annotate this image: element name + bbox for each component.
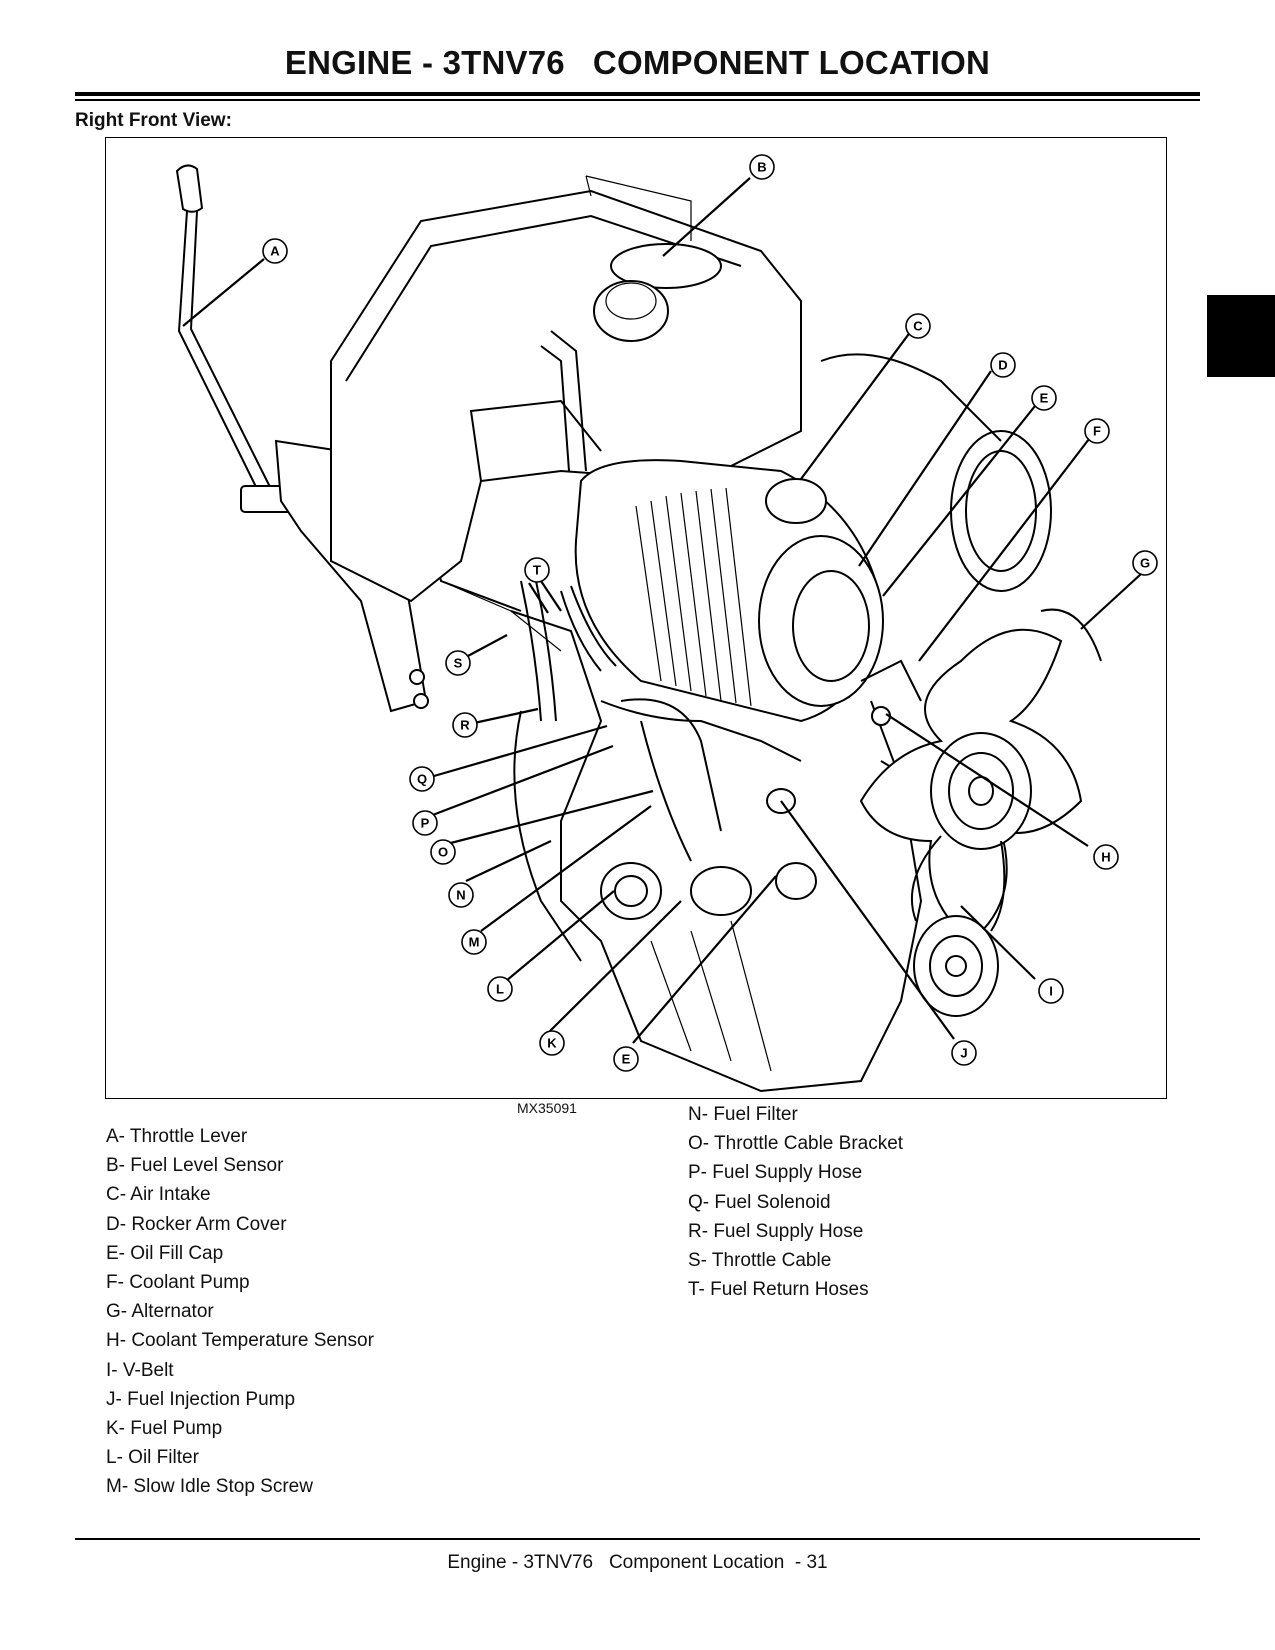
legend-item: C- Air Intake [106,1184,211,1206]
callout-h: H [1093,844,1119,870]
svg-text:A: A [270,244,280,259]
svg-text:C: C [913,319,923,334]
leader-lines [182,177,1142,1044]
air-cleaner-drawing [574,353,1052,723]
legend-item: R- Fuel Supply Hose [688,1220,864,1242]
callout-i: I [1038,978,1064,1004]
svg-text:F: F [1093,424,1101,439]
svg-text:E: E [622,1052,631,1067]
legend-item: H- Coolant Temperature Sensor [106,1330,374,1352]
callout-f: F [1084,418,1110,444]
legend-item: I- V-Belt [106,1359,174,1381]
legend-item: P- Fuel Supply Hose [688,1162,863,1184]
callout-b: B [749,154,775,180]
svg-text:N: N [456,888,465,903]
legend-item: L- Oil Filter [106,1447,199,1469]
callout-m: M [461,929,487,955]
svg-text:D: D [998,358,1007,373]
legend-item: B- Fuel Level Sensor [106,1155,284,1177]
callout-q: Q [409,766,435,792]
throttle-lever-drawing [175,164,522,713]
section-tab-marker [1207,295,1275,377]
svg-text:S: S [454,656,463,671]
svg-text:T: T [533,563,541,578]
svg-text:J: J [960,1046,967,1061]
footer-rule [75,1538,1200,1540]
callout-d: D [990,352,1016,378]
legend-item: O- Throttle Cable Bracket [688,1133,904,1155]
svg-text:M: M [469,935,480,950]
legend-item: D- Rocker Arm Cover [106,1213,287,1235]
title-rule-thin [75,99,1200,101]
svg-text:I: I [1049,984,1053,999]
hose-drawing [440,580,617,722]
view-subheading: Right Front View: [75,110,232,131]
legend-left-column: A- Throttle Lever B- Fuel Level Sensor C… [106,1122,374,1501]
callout-t: T [524,557,550,583]
fan-pulley-drawing [859,608,1102,1017]
callout-s: S [445,650,471,676]
svg-text:H: H [1101,850,1110,865]
callout-k: K [539,1030,565,1056]
svg-text:L: L [496,982,504,997]
svg-text:B: B [757,160,766,175]
engine-block-drawing [510,610,942,1093]
svg-text:R: R [460,718,470,733]
callout-j: J [951,1040,977,1066]
callout-l: L [487,976,513,1002]
callout-p: P [412,810,438,836]
legend-item: J- Fuel Injection Pump [106,1388,296,1410]
page-footer: Engine - 3TNV76 Component Location - 31 [447,1552,828,1573]
svg-text:E: E [1040,391,1049,406]
legend-item: E- Oil Fill Cap [106,1242,224,1264]
legend-item: T- Fuel Return Hoses [688,1279,869,1301]
svg-text:G: G [1140,556,1150,571]
callout-e: E [1031,385,1057,411]
legend-item: F- Coolant Pump [106,1271,250,1293]
callout-g: G [1132,550,1158,576]
svg-text:P: P [421,816,430,831]
legend-item: A- Throttle Lever [106,1126,248,1147]
svg-text:K: K [547,1036,557,1051]
figure-id: MX35091 [517,1100,577,1116]
callout-o: O [430,839,456,865]
engine-illustration: A B C D E F G H I J K L M N O P Q R S T … [105,137,1167,1099]
callout-a: A [262,238,288,264]
legend-item: S- Throttle Cable [688,1249,832,1271]
title-rule-thick [75,92,1200,96]
callout-n: N [448,882,474,908]
page-title: ENGINE - 3TNV76 COMPONENT LOCATION [284,44,991,81]
callout-e-lower: E [613,1046,639,1072]
callout-r: R [452,712,478,738]
svg-text:Q: Q [417,772,427,787]
legend-item: M- Slow Idle Stop Screw [106,1476,313,1498]
fuel-tank-drawing [330,175,802,603]
svg-text:O: O [438,845,448,860]
engine-drawing: A B C D E F G H I J K L M N O P Q R S T … [175,154,1158,1093]
legend-right-column: N- Fuel Filter O- Throttle Cable Bracket… [688,1100,903,1304]
callout-c: C [905,313,931,339]
legend-item: G- Alternator [106,1301,214,1323]
legend-item: Q- Fuel Solenoid [688,1191,831,1213]
legend-item: N- Fuel Filter [688,1104,798,1125]
legend-item: K- Fuel Pump [106,1417,223,1439]
